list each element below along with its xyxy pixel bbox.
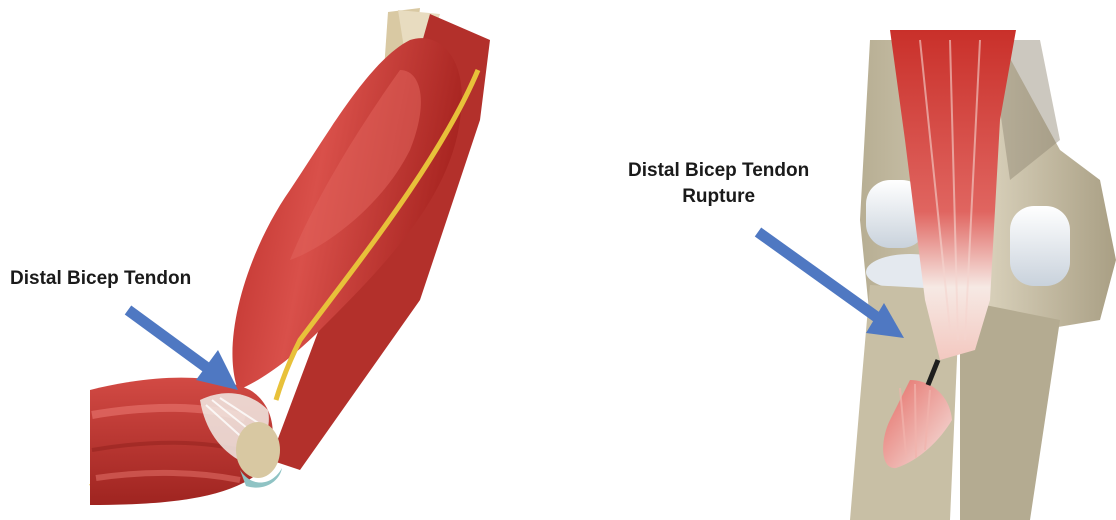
elbow-rupture-illustration	[850, 30, 1116, 520]
cartilage-right	[1010, 206, 1070, 286]
right-label-line1: Distal Bicep Tendon	[628, 158, 809, 184]
arm-muscle-illustration	[90, 8, 490, 505]
right-label: Distal Bicep Tendon Rupture	[628, 158, 809, 210]
right-label-line2: Rupture	[628, 184, 809, 210]
elbow-bone	[236, 422, 280, 478]
left-label: Distal Bicep Tendon	[10, 266, 191, 292]
